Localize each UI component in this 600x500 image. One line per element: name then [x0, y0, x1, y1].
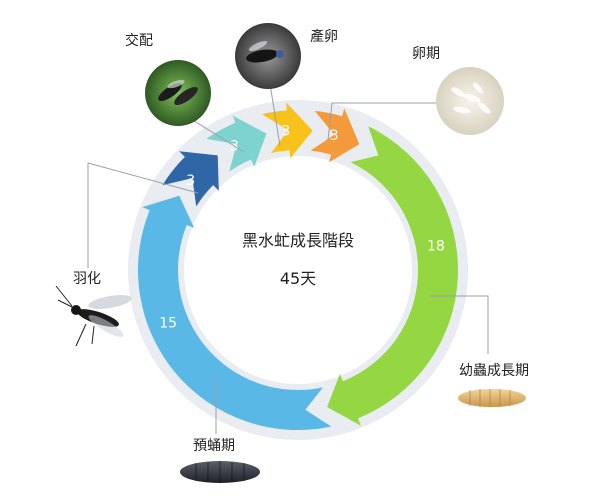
leader-line-egg — [327, 102, 438, 141]
cycle-segment-larva — [327, 126, 458, 426]
cycle-segment-mating — [206, 115, 267, 172]
stage-label-mating: 交配 — [125, 32, 153, 49]
cycle-segment-egg — [310, 108, 360, 163]
egg-laying-fly-photo-icon — [235, 23, 301, 89]
leader-line-laying — [269, 83, 281, 147]
cycle-segment-emergence — [162, 151, 219, 207]
day-count-prepupa: 15 — [159, 315, 177, 331]
day-count-larva: 18 — [427, 239, 445, 255]
larva-photo-icon — [458, 389, 526, 407]
stage-label-prepupa: 預蛹期 — [193, 438, 235, 454]
adult-fly-photo-icon — [55, 285, 132, 347]
day-count-egg: 3 — [330, 128, 339, 144]
cycle-segment-laying — [262, 102, 313, 159]
prepupa-photo-icon — [180, 461, 260, 483]
center-title: 黑水虻成長階段 — [242, 231, 354, 250]
stage-label-egg: 卵期 — [412, 46, 440, 62]
cycle-segment-prepupa — [138, 195, 332, 430]
day-count-laying: 3 — [281, 124, 290, 140]
leader-lines — [87, 83, 489, 434]
stage-label-laying: 產卵 — [310, 28, 338, 45]
stage-label-emergence: 羽化 — [73, 271, 101, 287]
stage-label-larva: 幼蟲成長期 — [459, 363, 529, 379]
leader-line-emergence — [87, 162, 199, 268]
day-count-emergence: 3 — [186, 173, 195, 189]
cycle-ring — [138, 102, 458, 430]
leader-line-larva — [430, 295, 489, 354]
center-total-days: 45天 — [280, 269, 316, 288]
eggs-photo-icon — [436, 67, 504, 135]
mating-flies-photo-icon — [145, 60, 211, 126]
